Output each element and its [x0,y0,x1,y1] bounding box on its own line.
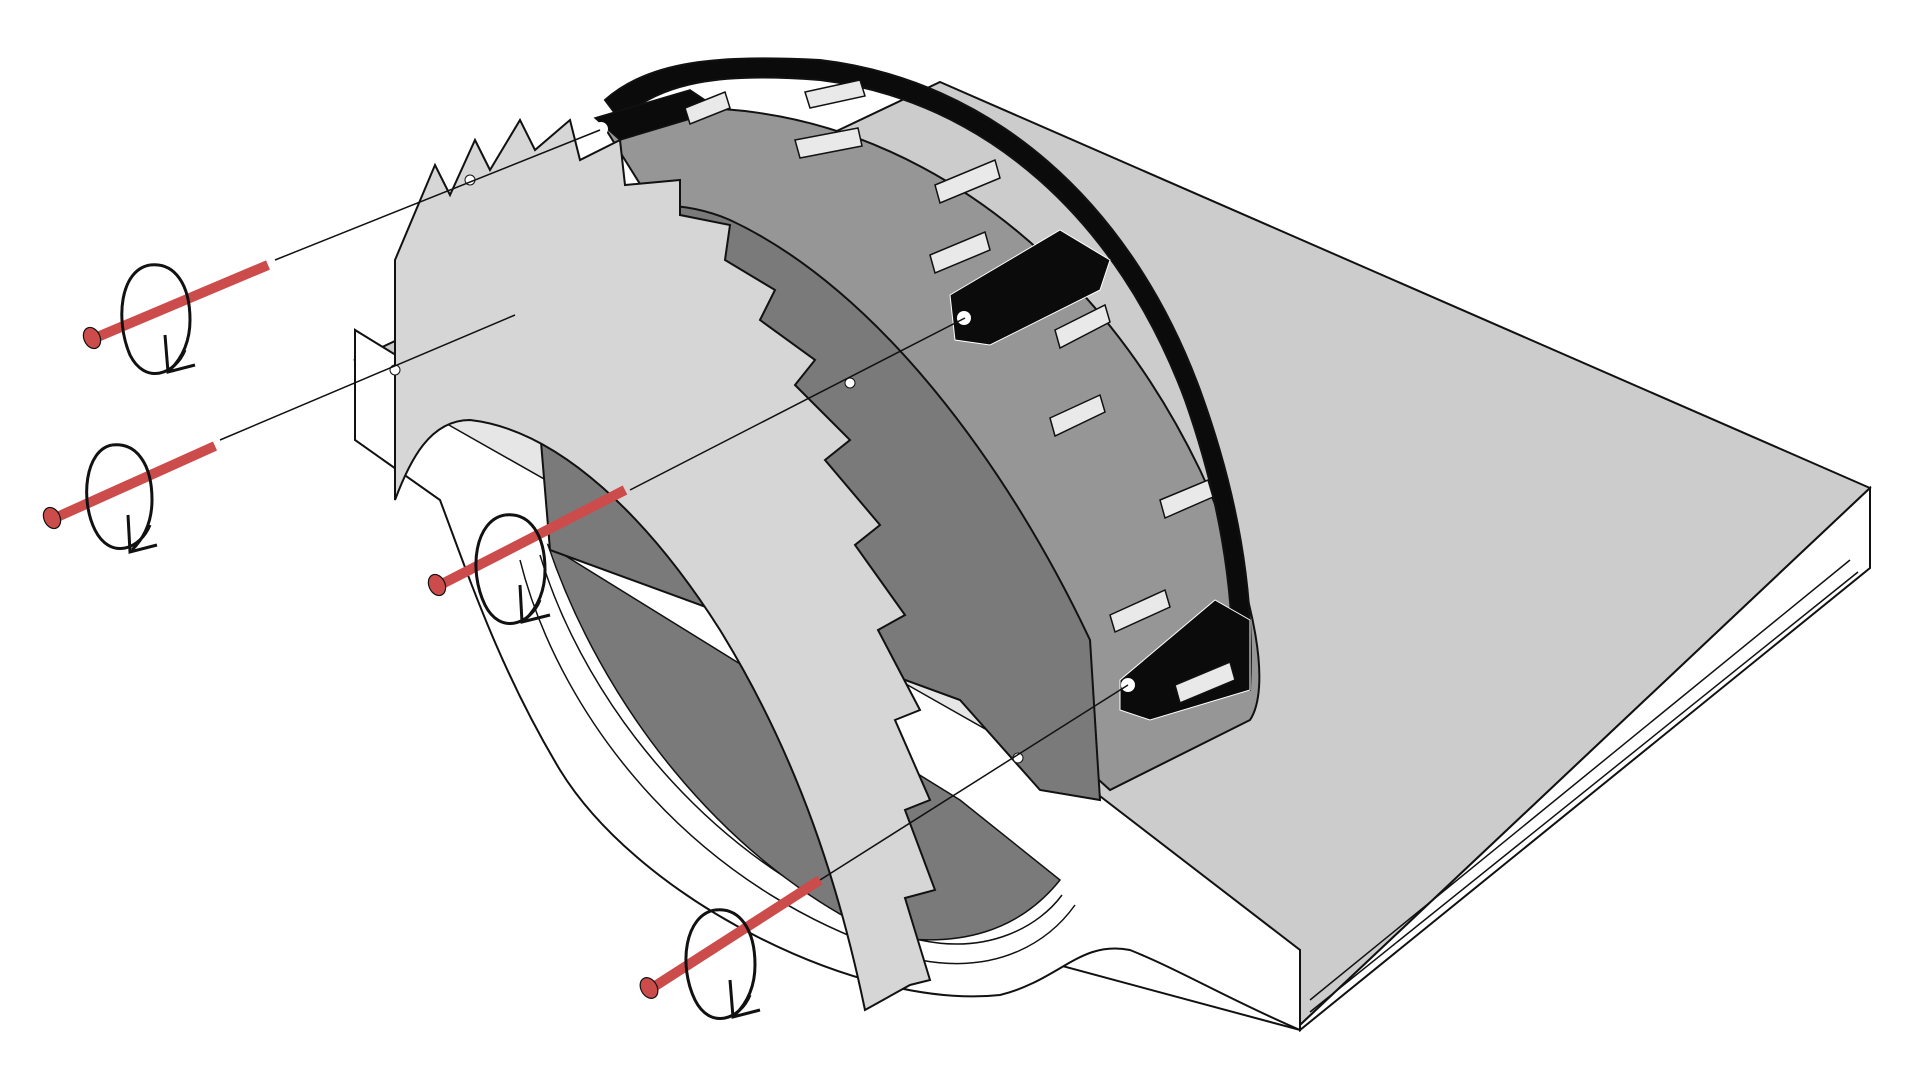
rotation-arrow-icon [85,443,158,554]
tooth-block [794,127,863,159]
screw-icon [639,875,823,999]
tooth-block [1159,478,1214,520]
base-board-groove-2 [1309,571,1859,1013]
tooth-block [684,91,731,125]
rotation-arrow-icon [120,263,196,375]
tooth-blocks [684,79,1236,705]
tooth-block [929,230,991,275]
tooth-block [804,79,866,109]
black-frame [593,57,1252,721]
tooth-block [1049,393,1106,438]
alignment-line-3 [629,317,966,491]
screw-icon [42,441,218,530]
rotation-arrow-icon [474,513,551,625]
front-bracket-arc-cutout [519,559,1076,965]
screw-icon [82,260,270,350]
rotation-arrow-icon [684,908,761,1020]
gear-ring-hole-3 [844,377,856,389]
screws [42,260,823,999]
alignment-line-1 [274,129,601,261]
black-frame-bottom-arm [1119,599,1251,721]
base-board-groove [1309,559,1851,1001]
tooth-block [1109,588,1171,634]
black-frame-middle-arm [949,229,1111,346]
tooth-block [1054,303,1111,350]
rotation-arrows [85,263,761,1020]
tooth-block [1174,660,1236,705]
alignment-line-2 [219,314,516,441]
tooth-block [934,158,1001,205]
alignment-line-4 [819,684,1129,881]
black-frame-hole-top [594,122,608,136]
serrated-gear-ring [394,117,937,1012]
alignment-lines [219,129,1129,881]
screw-icon [427,485,628,597]
